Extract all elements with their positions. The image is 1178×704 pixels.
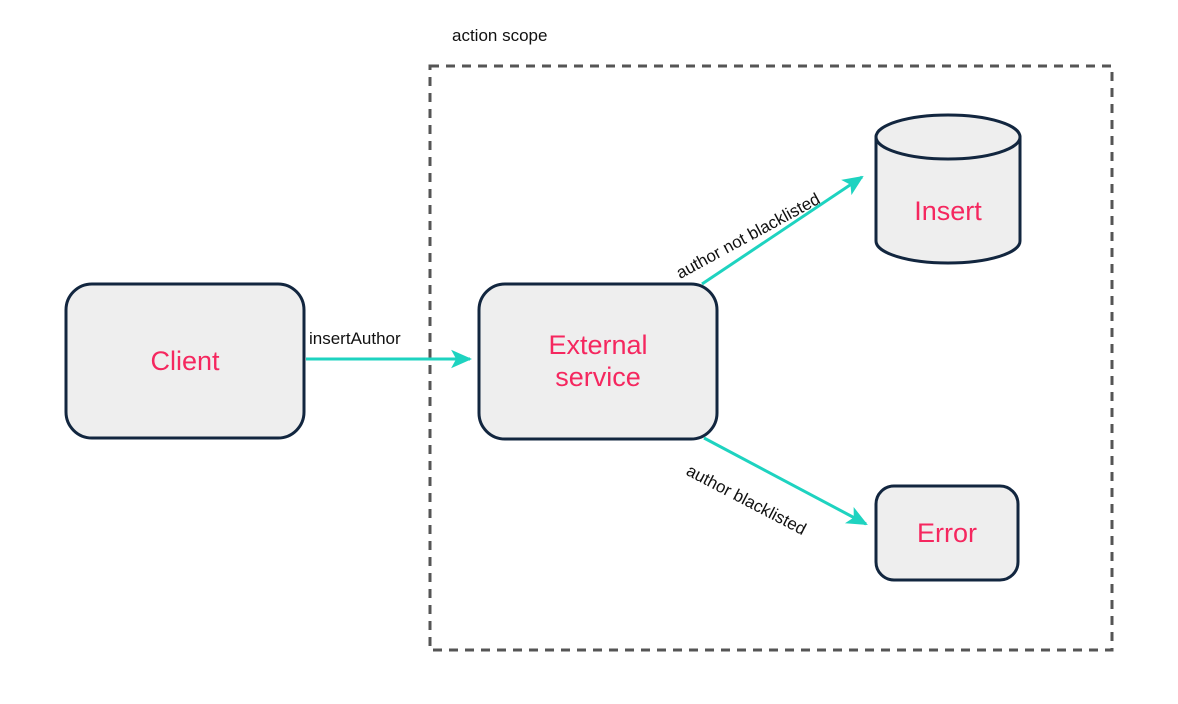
node-client-shape[interactable] bbox=[64, 282, 306, 440]
node-error-shape[interactable] bbox=[874, 484, 1020, 582]
node-external-service-shape[interactable] bbox=[477, 282, 719, 441]
edge-label-insert-author: insertAuthor bbox=[309, 329, 401, 348]
action-scope-label: action scope bbox=[452, 26, 548, 45]
node-insert-shape[interactable] bbox=[874, 113, 1022, 265]
edge-service-to-insert bbox=[701, 175, 864, 286]
edge-service-to-error bbox=[703, 436, 868, 526]
